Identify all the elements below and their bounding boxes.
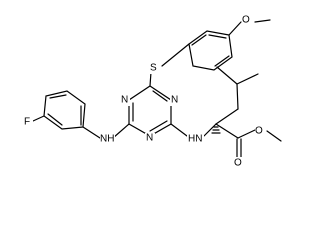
- amine-hn-right-label: HN: [188, 134, 202, 145]
- mask-nh-left: [100, 134, 115, 145]
- mask-o-methoxy: [242, 14, 254, 26]
- fluorophenyl-double-bond-2: [49, 94, 67, 99]
- bond-alpha-carbonyl: [215, 123, 239, 139]
- stereo-hash-wedge: [211, 126, 221, 134]
- bond-o-aryl: [228, 21, 242, 36]
- triazine-double-bond-2: [149, 120, 168, 132]
- bond-ch2-ch: [236, 83, 239, 110]
- fluorophenyl-ring: [43, 90, 86, 130]
- bond-ch-methyl-2: [236, 73, 259, 85]
- nitrogen-triazine-right-label: N: [171, 95, 178, 106]
- fluorine-label: F: [24, 117, 30, 128]
- oxygen-methoxy-label: O: [242, 15, 250, 26]
- bond-triazine-nh-right: [170, 123, 188, 137]
- triazine-ring: [128, 85, 172, 137]
- bond-carbonyl-oester: [237, 129, 256, 139]
- bond-triazine-nh-left: [112, 123, 130, 139]
- bond-ch-methyl-1: [216, 66, 238, 85]
- methoxyphenyl-double-bond-1: [191, 34, 207, 46]
- sulfur-label: S: [150, 63, 157, 74]
- oxygen-carbonyl-label: O: [234, 158, 242, 169]
- mask-f: [24, 116, 33, 128]
- bond-alpha-ch2: [215, 108, 239, 125]
- bond-nh-right-alpha: [203, 123, 217, 137]
- bond-s-triazine: [149, 71, 152, 87]
- nitrogen-triazine-left-label: N: [121, 95, 128, 106]
- chemical-structure-diagram: O S N N N F NH HN O O: [24, 14, 282, 169]
- mask-s: [150, 62, 161, 74]
- bond-aryl-s: [161, 43, 190, 67]
- bond-oester-methyl: [266, 130, 282, 142]
- nitrogen-triazine-bottom-label: N: [146, 133, 153, 144]
- bond-nh-left-aryl: [82, 126, 101, 139]
- bond-aryl-f: [32, 115, 45, 122]
- amine-nh-left-label: NH: [100, 134, 114, 145]
- methoxyphenyl-ring: [188, 30, 233, 71]
- mask-nh-right: [187, 133, 204, 144]
- methoxyphenyl-double-bond-2: [214, 55, 230, 67]
- oxygen-ester-label: O: [255, 126, 263, 137]
- mask-o-ester: [255, 125, 266, 137]
- methoxyphenyl-double-bond-3: [208, 34, 227, 39]
- fluorophenyl-double-bond-1: [47, 113, 63, 126]
- triazine-double-bond-1: [152, 90, 168, 102]
- mask-n-top: [170, 95, 180, 106]
- mask-o-carbonyl: [234, 157, 245, 169]
- mask-n-bottom: [145, 133, 155, 144]
- bond-methyl-o: [254, 19, 271, 23]
- mask-n-mid: [120, 95, 130, 106]
